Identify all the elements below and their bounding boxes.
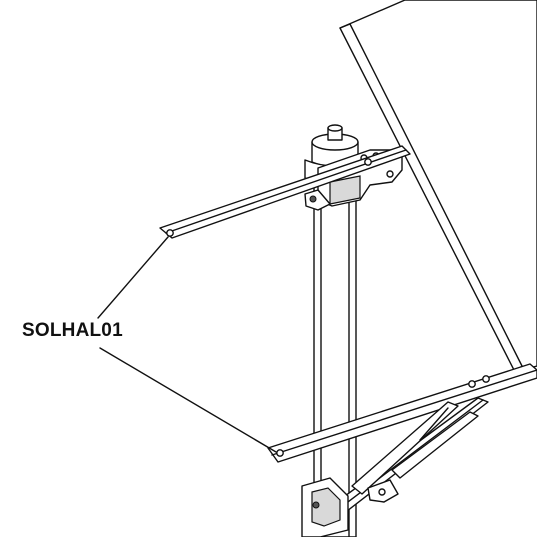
leader-lines: [97, 236, 277, 453]
support-struts: [325, 397, 489, 519]
lower-rail: [267, 363, 537, 463]
solar-panel: [339, 0, 537, 373]
part-label: SOLHAL01: [22, 320, 123, 341]
mounting-pole: [313, 169, 357, 538]
upper-rail: [159, 145, 411, 239]
